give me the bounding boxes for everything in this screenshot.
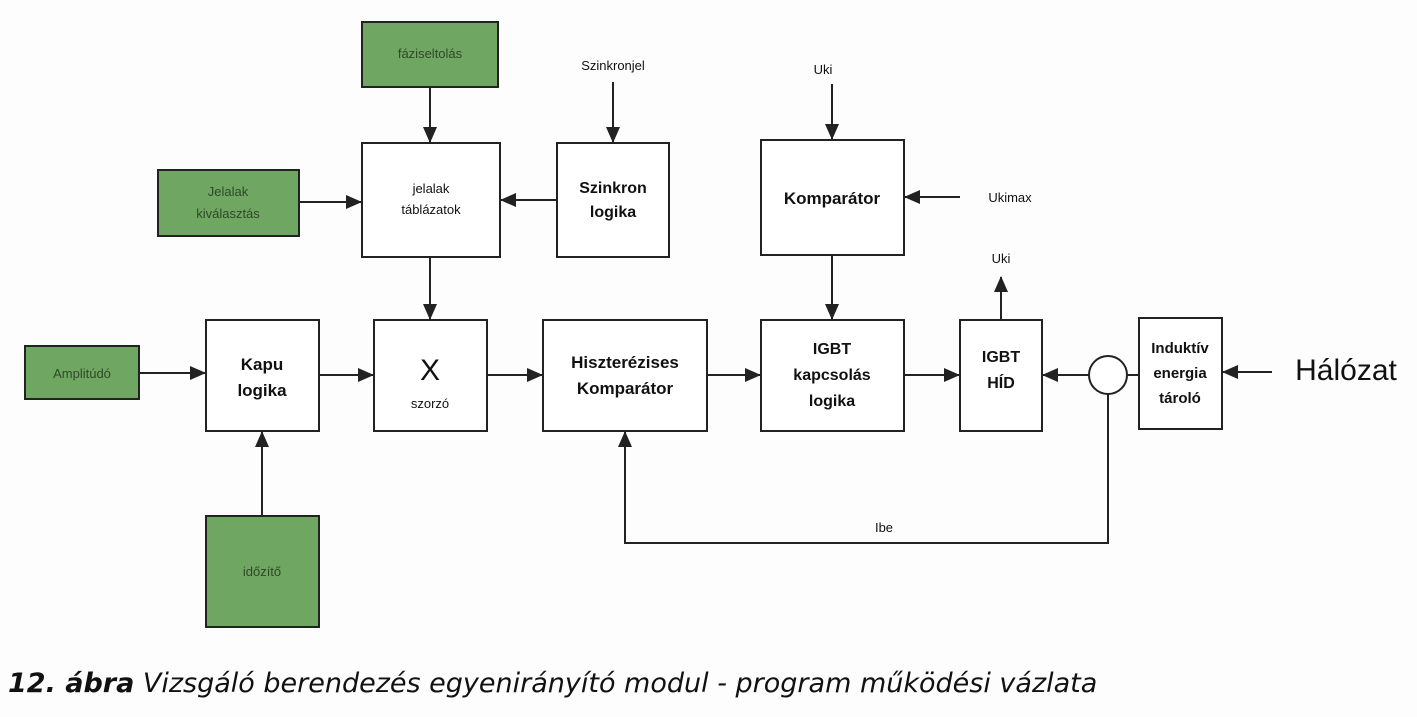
block-hiszterezises-komparator: Hiszterézises Komparátor — [542, 319, 708, 432]
feedback-ibe-line — [618, 394, 1109, 544]
svg-text:Komparátor: Komparátor — [577, 379, 674, 398]
caption-text: Vizsgáló berendezés egyenirányító modul … — [142, 668, 1098, 699]
block-szorzo: X szorzó — [373, 319, 488, 432]
block-szinkron-logika: Szinkron logika — [556, 142, 670, 258]
svg-text:logika: logika — [237, 381, 287, 400]
svg-text:HÍD: HÍD — [987, 373, 1015, 392]
svg-text:energia: energia — [1153, 365, 1207, 382]
svg-text:szorzó: szorzó — [411, 396, 449, 411]
svg-text:Hiszterézises: Hiszterézises — [571, 353, 679, 372]
block-kapu-logika: Kapu logika — [205, 319, 320, 432]
svg-text:tároló: tároló — [1159, 390, 1201, 407]
svg-text:időzítő: időzítő — [243, 564, 281, 579]
label-ukimax: Ukimax — [988, 190, 1032, 205]
block-induktiv-energia-tarolo: Induktív energia tároló — [1138, 317, 1223, 430]
label-uki-out: Uki — [992, 251, 1011, 266]
svg-text:IGBT: IGBT — [813, 341, 851, 358]
figure-caption: 12. ábra Vizsgáló berendezés egyenirányí… — [8, 668, 1097, 699]
block-diagram: fáziseltolás Jelalak kiválasztás Amplitú… — [24, 21, 1398, 628]
block-igbt-hid: IGBT HÍD — [959, 319, 1043, 432]
block-jelalak-kivalasztas: Jelalak kiválasztás — [157, 169, 300, 237]
svg-text:kapcsolás: kapcsolás — [793, 367, 870, 384]
label-ibe: Ibe — [875, 520, 893, 535]
svg-text:Kapu: Kapu — [241, 355, 284, 374]
block-komparator: Komparátor — [760, 139, 905, 256]
label-halozat: Hálózat — [1295, 354, 1397, 387]
svg-text:Komparátor: Komparátor — [784, 189, 881, 208]
svg-text:kiválasztás: kiválasztás — [196, 206, 260, 221]
svg-text:Amplitúdó: Amplitúdó — [53, 366, 111, 381]
caption-number: 12. ábra — [8, 668, 135, 699]
label-szinkronjel: Szinkronjel — [581, 58, 645, 73]
svg-text:jelalak: jelalak — [412, 181, 450, 196]
svg-text:Induktív: Induktív — [1151, 340, 1209, 357]
svg-text:IGBT: IGBT — [982, 349, 1020, 366]
svg-text:fáziseltolás: fáziseltolás — [398, 46, 463, 61]
svg-text:logika: logika — [590, 204, 636, 221]
current-sensor — [1088, 355, 1128, 395]
block-idozito: időzítő — [205, 515, 320, 628]
svg-text:X: X — [420, 354, 440, 387]
svg-text:Szinkron: Szinkron — [579, 180, 647, 197]
svg-text:Jelalak: Jelalak — [208, 184, 249, 199]
svg-text:táblázatok: táblázatok — [401, 202, 461, 217]
block-jelalak-tablazatok: jelalak táblázatok — [361, 142, 501, 258]
block-amplitudo: Amplitúdó — [24, 345, 140, 400]
label-uki-top: Uki — [814, 62, 833, 77]
block-faziseltolas: fáziseltolás — [361, 21, 499, 88]
svg-text:logika: logika — [809, 393, 855, 410]
block-igbt-kapcsolas-logika: IGBT kapcsolás logika — [760, 319, 905, 432]
